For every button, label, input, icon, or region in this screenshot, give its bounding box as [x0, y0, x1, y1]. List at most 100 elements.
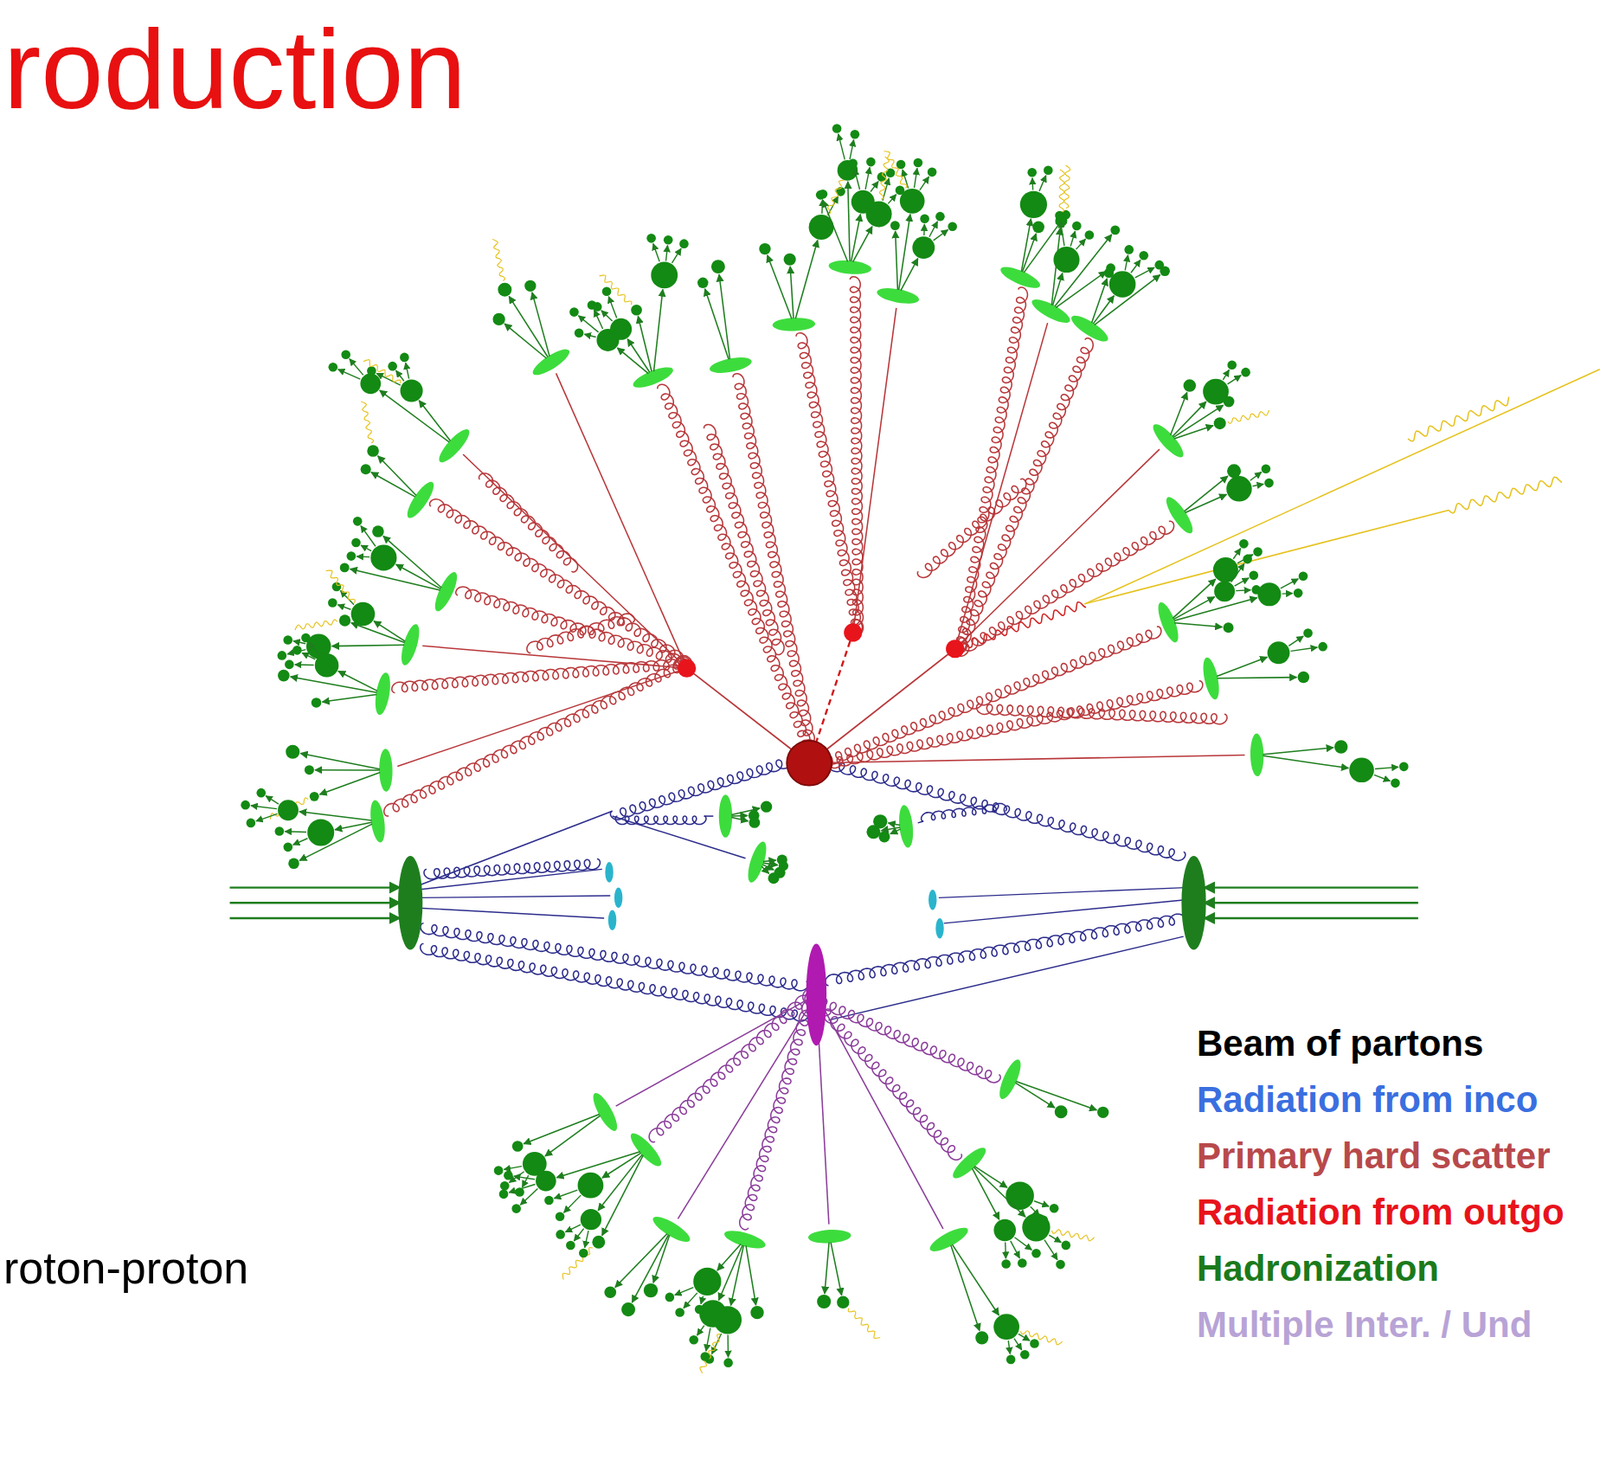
hadron [1109, 270, 1137, 298]
photon [883, 151, 907, 189]
decay-product [282, 635, 293, 645]
decay-arrow [376, 372, 401, 386]
decay-arrow [706, 1328, 711, 1351]
parton-line [704, 815, 714, 817]
hadron [836, 1296, 849, 1309]
decay-arrow [396, 370, 405, 381]
hadron [1054, 1105, 1068, 1119]
decay-arrow [712, 1333, 722, 1355]
hadron-arrow [973, 1167, 1026, 1217]
decay-product [1031, 1248, 1041, 1259]
hadron [699, 1299, 727, 1328]
cluster-layer [368, 258, 1265, 1256]
gluon [478, 473, 578, 572]
hadron-arrow [383, 535, 442, 588]
beam-remnant [614, 887, 623, 909]
decay-product [646, 233, 656, 244]
decay-product [674, 1307, 685, 1318]
decay-product [399, 353, 410, 363]
gluon [955, 287, 1029, 653]
decay-product [919, 213, 930, 224]
decay-product [494, 1165, 504, 1176]
hadron [760, 801, 772, 813]
decay-arrow [1280, 578, 1298, 589]
hadron [1183, 379, 1197, 392]
hadron [1226, 475, 1252, 502]
hadron-arrow [887, 822, 900, 826]
decay-arrow [1250, 472, 1262, 482]
decay-product [1261, 463, 1272, 474]
hadron-arrow [1263, 747, 1334, 755]
hadron [866, 200, 893, 227]
hadron-arrow [890, 828, 901, 835]
hadron [360, 463, 372, 475]
parton-line [918, 821, 924, 823]
cluster [719, 794, 733, 838]
decay-product [832, 123, 842, 134]
decay-arrow [1048, 1234, 1061, 1242]
parton-line [687, 668, 810, 764]
decay-arrow [565, 1224, 580, 1233]
hadron-arrow [790, 266, 794, 319]
hadron-arrow [880, 827, 900, 831]
decay-product [602, 286, 612, 296]
cluster [1250, 732, 1265, 777]
hadron [311, 697, 322, 708]
hadron [522, 1151, 547, 1176]
decay-arrow [666, 245, 669, 262]
cluster [403, 478, 438, 522]
decay-arrow [674, 1287, 694, 1296]
decay-product [665, 1292, 675, 1303]
decay-product [544, 1195, 554, 1206]
cluster [630, 363, 676, 392]
hadron [975, 1330, 989, 1344]
hadron [580, 1208, 602, 1230]
decay-arrow [653, 243, 660, 262]
hadron [314, 653, 340, 678]
gluon [420, 943, 809, 1022]
hadron [873, 814, 887, 829]
decay-arrow [1031, 178, 1034, 191]
decay-arrow [356, 555, 370, 558]
decay-product [1060, 1240, 1071, 1251]
photon [1021, 1330, 1063, 1345]
decay-arrow [1010, 1240, 1021, 1259]
decay-arrow [849, 140, 855, 161]
decay-product [947, 221, 958, 232]
decay-arrow [340, 591, 354, 605]
legend-text: Radiation from inco [1196, 1079, 1538, 1120]
decay-product [848, 159, 858, 169]
hadron [285, 745, 300, 759]
hadron-arrow [338, 670, 378, 691]
hadron-arrow [1170, 391, 1188, 435]
photon [1052, 1229, 1095, 1241]
photon [562, 1247, 592, 1280]
hadron-arrow [351, 623, 405, 643]
hadron [277, 669, 290, 682]
hadron-arrow [314, 769, 380, 772]
decay-arrow [1222, 369, 1229, 380]
decay-arrow [1135, 267, 1155, 278]
decay-arrow [564, 1195, 582, 1213]
decay-arrow [308, 642, 319, 656]
decay-arrow [929, 221, 938, 238]
gluon [384, 660, 689, 817]
hadron-arrow [523, 1114, 600, 1144]
decay-arrow [933, 230, 949, 241]
hadron-arrow [1263, 755, 1350, 768]
photon [363, 359, 401, 384]
hadron-arrow [1172, 578, 1216, 618]
decay-arrow [573, 1228, 584, 1241]
cluster [626, 1129, 666, 1170]
decay-product [514, 1187, 525, 1197]
decay-arrow [865, 167, 870, 189]
hadron [643, 1283, 658, 1298]
decay-product [1072, 221, 1082, 232]
hadron [288, 857, 300, 869]
parton-line [938, 887, 1186, 899]
side-label: roton-proton [3, 1245, 249, 1291]
gluon [809, 993, 962, 1160]
parton-line [616, 994, 817, 1106]
decay-product [1029, 1338, 1040, 1349]
